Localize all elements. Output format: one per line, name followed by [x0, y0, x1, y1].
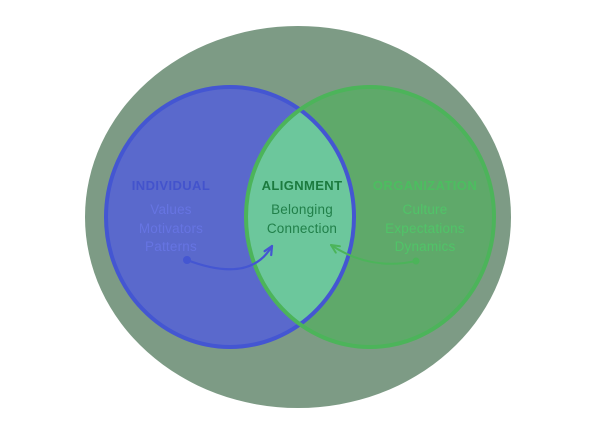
organization-arrow-line [330, 244, 417, 265]
alignment-item-connection: Connection [267, 221, 337, 236]
individual-arrowhead [263, 244, 274, 257]
alignment-title: ALIGNMENT [262, 178, 343, 193]
organization-arrowhead [330, 244, 341, 254]
organization-item-culture: Culture [403, 202, 448, 217]
overlap-lens-group [246, 87, 354, 347]
individual-title: INDIVIDUAL [132, 178, 210, 193]
organization-arrow [330, 244, 420, 265]
alignment-item-belonging: Belonging [271, 202, 333, 217]
organization-title: ORGANIZATION [373, 178, 477, 193]
individual-item-values: Values [150, 202, 192, 217]
individual-arrow-line [185, 244, 274, 271]
individual-item-motivators: Motivators [139, 221, 203, 236]
organization-circle-outline [244, 85, 496, 349]
individual-arrow [183, 244, 274, 271]
organization-item-dynamics: Dynamics [395, 239, 456, 254]
individual-circle-outline [104, 85, 356, 349]
organization-item-expectations: Expectations [385, 221, 465, 236]
overlap-lens [246, 87, 354, 347]
individual-item-patterns: Patterns [145, 239, 197, 254]
